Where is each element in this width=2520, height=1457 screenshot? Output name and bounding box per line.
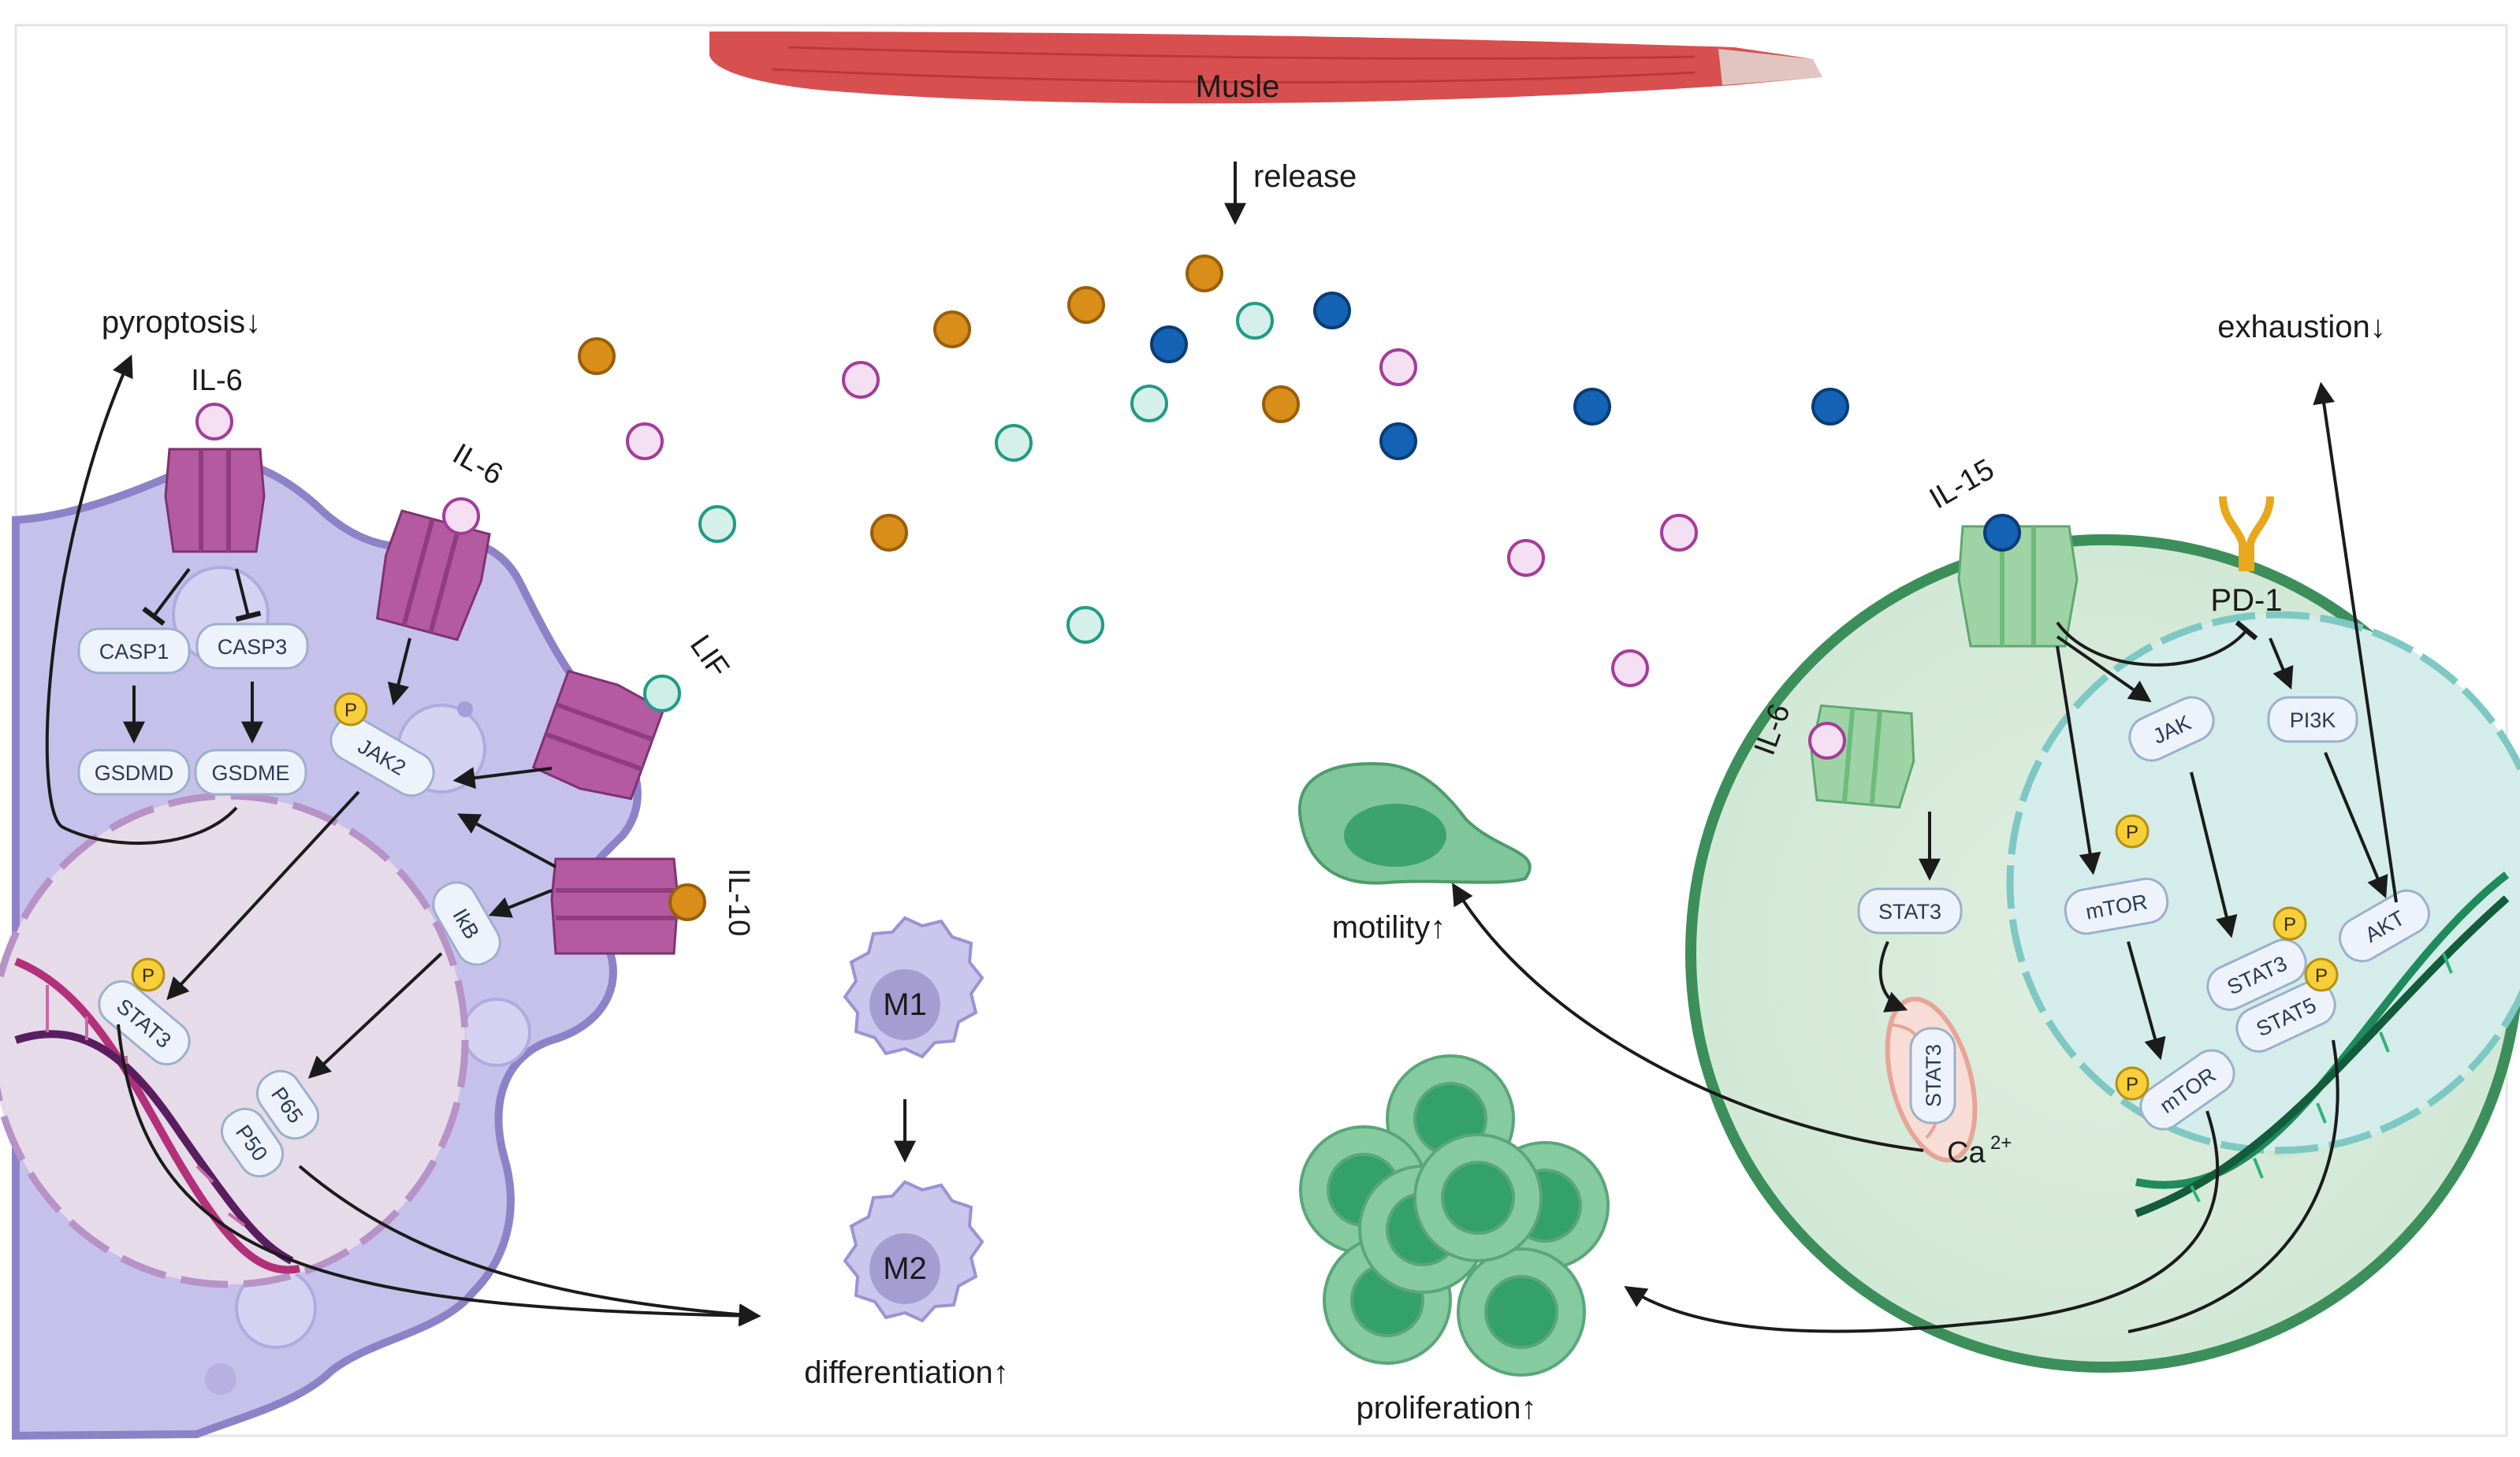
svg-text:P: P: [2315, 965, 2328, 987]
lif-ligand: [643, 675, 681, 712]
svg-text:STAT3: STAT3: [1922, 1044, 1945, 1107]
protein-ikb: IkB: [432, 881, 501, 966]
release-label: release: [1253, 159, 1357, 194]
m1-macrophage: M1: [843, 916, 985, 1059]
svg-text:P: P: [2126, 1074, 2138, 1095]
proliferating-cells: [1299, 1054, 1610, 1377]
lif-particles: [698, 302, 1274, 644]
il6-ligand-tcell: [1808, 722, 1846, 760]
svg-text:M1: M1: [883, 987, 927, 1022]
phospho-stat3-nuc: P: [2272, 906, 2307, 941]
muscle-icon: [709, 32, 1822, 104]
protein-stat3-nuc: STAT3: [2206, 939, 2307, 1011]
pd1-receptor: [2219, 496, 2274, 571]
muscle-label: Musle: [1196, 69, 1280, 104]
motility-label: motility↑: [1332, 910, 1446, 945]
protein-jak: JAK: [2128, 696, 2215, 762]
protein-stat3-mito: STAT3: [1909, 1027, 1956, 1124]
svg-text:P: P: [2284, 914, 2296, 935]
svg-text:PI3K: PI3K: [2290, 708, 2336, 732]
phospho-mtor-cyto: P: [2115, 814, 2150, 849]
dna-helix-left: [14, 957, 300, 1274]
phospho-mtor-nuc: P: [2115, 1066, 2150, 1101]
cytokine-particles: [578, 255, 1849, 687]
exhaustion-label: exhaustion↓: [2217, 310, 2385, 344]
pyroptosis-label: pyroptosis↓: [102, 305, 261, 340]
svg-text:GSDMD: GSDMD: [95, 761, 174, 785]
il6-side-label: IL-6: [447, 437, 508, 492]
protein-stat3-left: STAT3: [98, 979, 191, 1066]
svg-text:P: P: [2126, 822, 2138, 843]
macrophage-cell: [0, 456, 642, 1440]
protein-casp3: CASP3: [195, 623, 309, 670]
il6-particles: [626, 348, 1698, 687]
svg-text:CASP3: CASP3: [218, 635, 288, 659]
calcium-label: Ca 2+: [1947, 1132, 2012, 1169]
svg-text:Ca: Ca: [1947, 1136, 1986, 1169]
pd1-label: PD-1: [2210, 583, 2282, 618]
m2-macrophage: M2: [843, 1180, 985, 1323]
il6-receptor-side: [375, 509, 491, 641]
svg-text:2+: 2+: [1990, 1132, 2012, 1154]
protein-gsdme: GSDME: [194, 749, 307, 796]
svg-text:GSDME: GSDME: [211, 761, 289, 785]
svg-text:P: P: [142, 965, 154, 987]
protein-p50: P50: [220, 1107, 285, 1178]
protein-mtor-cyto: mTOR: [2064, 877, 2169, 935]
protein-casp1: CASP1: [77, 627, 191, 675]
t-cell: [1685, 534, 2520, 1373]
svg-text:P: P: [344, 700, 357, 721]
protein-pi3k: PI3K: [2267, 696, 2358, 743]
il6-top-label: IL-6: [191, 364, 242, 397]
svg-text:STAT3: STAT3: [1878, 900, 1941, 924]
macrophage-arrows: [45, 354, 761, 1327]
phospho-stat5: P: [2304, 957, 2339, 992]
lif-label: LIF: [683, 630, 735, 684]
phospho-stat3-left: P: [131, 957, 166, 992]
il15-label: IL-15: [1924, 453, 2000, 516]
protein-p65: P65: [255, 1069, 320, 1140]
svg-text:M2: M2: [883, 1251, 927, 1286]
protein-gsdmd: GSDMD: [77, 749, 191, 796]
il15-receptor: [1957, 514, 2079, 648]
il6-side-ligand: [442, 497, 480, 535]
svg-text:CASP1: CASP1: [99, 640, 169, 663]
tcell-arrows: [1452, 381, 2398, 1333]
protein-stat3-cyto: STAT3: [1857, 887, 1963, 935]
phospho-jak2: P: [333, 692, 368, 727]
il6-receptor-top: [164, 403, 266, 553]
dna-helix-right: [2135, 872, 2510, 1217]
il10-particles: [578, 255, 1300, 552]
lif-receptor: [531, 669, 665, 801]
il10-receptor: [550, 857, 706, 955]
proliferation-label: proliferation↑: [1356, 1391, 1536, 1425]
differentiation-label: differentiation↑: [804, 1355, 1008, 1390]
motile-cell: [1297, 762, 1532, 885]
il15-particles: [1150, 292, 1849, 460]
protein-akt: AKT: [2339, 889, 2430, 963]
il10-label: IL-10: [722, 868, 755, 937]
